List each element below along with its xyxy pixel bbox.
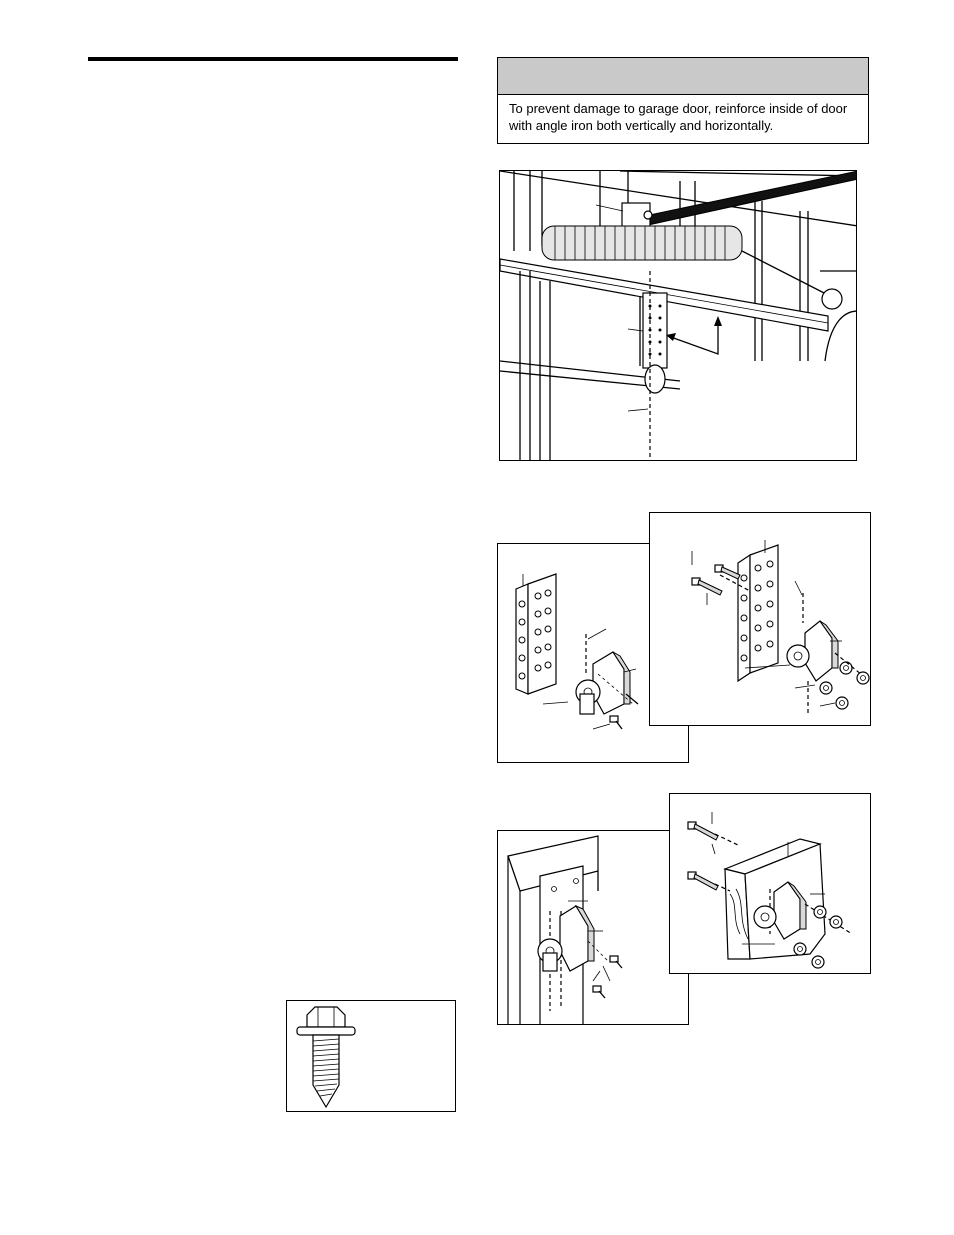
door-bracket-bolted-through-door-illustration — [687, 812, 853, 969]
door-reinforcement-figure — [499, 170, 857, 461]
bracket-angle-iron-right-figure — [649, 512, 871, 726]
door-bracket-on-angle-iron-illustration — [515, 573, 639, 730]
notice-box: To prevent damage to garage door, reinfo… — [497, 57, 869, 144]
bracket-wood-door-left-figure — [497, 830, 689, 1025]
garage-door-angle-iron-illustration — [500, 171, 856, 460]
door-bracket-on-wood-door-illustration — [507, 835, 623, 1024]
notice-text: To prevent damage to garage door, reinfo… — [509, 101, 848, 133]
section-rule — [88, 57, 458, 61]
hex-head-lag-screw-illustration — [296, 1006, 356, 1109]
lag-screw-figure — [286, 1000, 456, 1112]
bracket-wood-door-right-figure — [669, 793, 871, 974]
notice-header — [498, 58, 868, 95]
door-bracket-with-lag-screws-illustration — [691, 540, 870, 713]
